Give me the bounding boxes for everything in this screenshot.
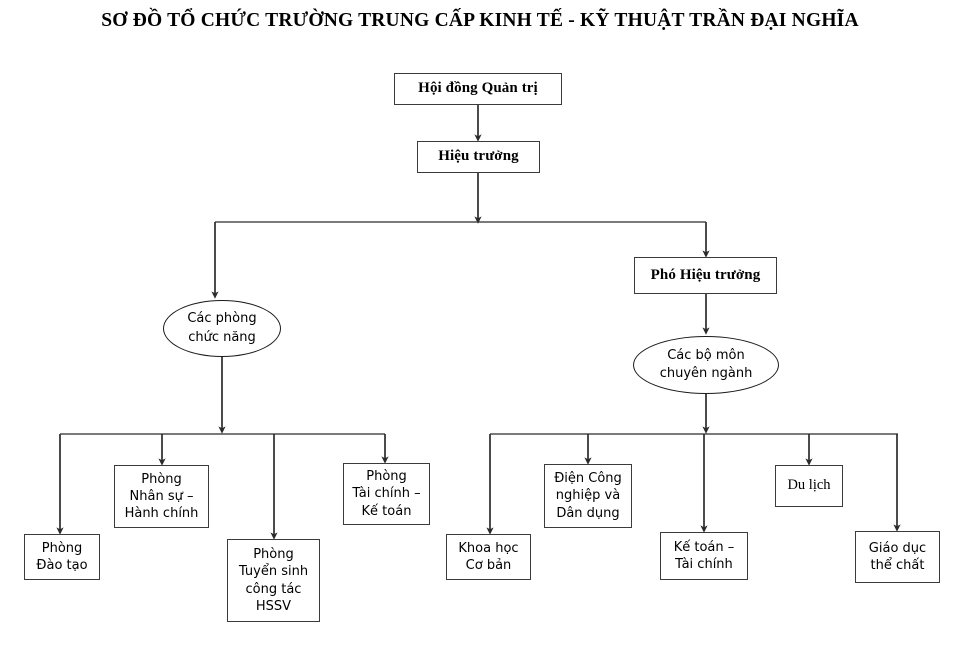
node-label: Hiệu trưởng — [438, 148, 519, 165]
node-hieu-truong[interactable]: Hiệu trưởng — [417, 141, 540, 173]
node-label: Phó Hiệu trưởng — [650, 266, 761, 283]
page-title: SƠ ĐỒ TỔ CHỨC TRƯỜNG TRUNG CẤP KINH TẾ -… — [101, 10, 859, 31]
node-pho-hieu-truong[interactable]: Phó Hiệu trưởng — [634, 257, 777, 294]
node-label: Hội đồng Quản trị — [418, 80, 538, 97]
node-label: Du lịch — [787, 477, 831, 494]
node-du-lich[interactable]: Du lịch — [775, 465, 843, 507]
node-label: Kế toán –Tài chính — [673, 539, 735, 572]
node-hoi-dong-quan-tri[interactable]: Hội đồng Quản trị — [394, 73, 562, 105]
node-ke-toan-tai-chinh[interactable]: Kế toán –Tài chính — [660, 532, 748, 580]
